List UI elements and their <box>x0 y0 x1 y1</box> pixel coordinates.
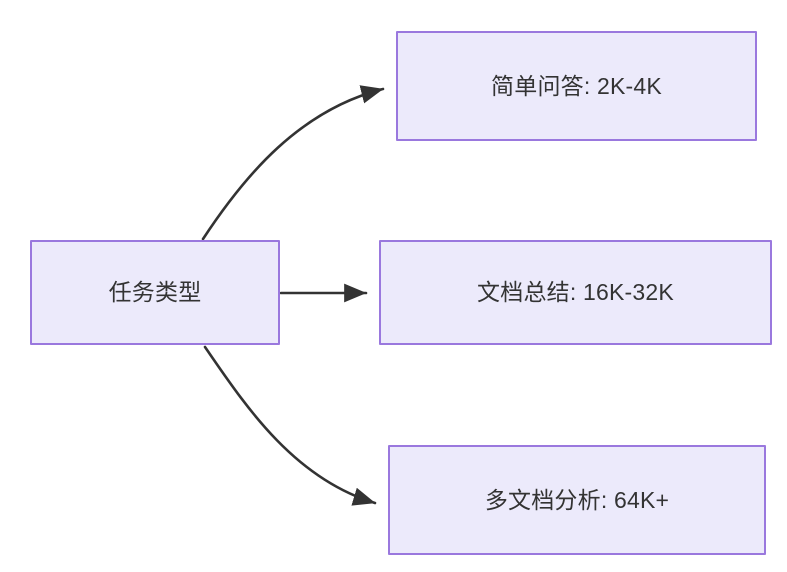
node-simple-qa-label: 简单问答: 2K-4K <box>491 72 662 99</box>
node-multi-doc-analysis[interactable]: 多文档分析: 64K+ <box>388 445 766 555</box>
node-task-type[interactable]: 任务类型 <box>30 240 280 345</box>
edge-task-type-to-multi-doc-analysis <box>203 345 377 506</box>
node-multi-doc-analysis-label: 多文档分析: 64K+ <box>484 486 670 513</box>
node-simple-qa[interactable]: 简单问答: 2K-4K <box>396 31 757 141</box>
node-doc-summary[interactable]: 文档总结: 16K-32K <box>379 240 772 345</box>
edge-task-type-to-simple-qa <box>201 85 385 241</box>
node-doc-summary-label: 文档总结: 16K-32K <box>477 279 674 306</box>
node-task-type-label: 任务类型 <box>108 279 202 306</box>
